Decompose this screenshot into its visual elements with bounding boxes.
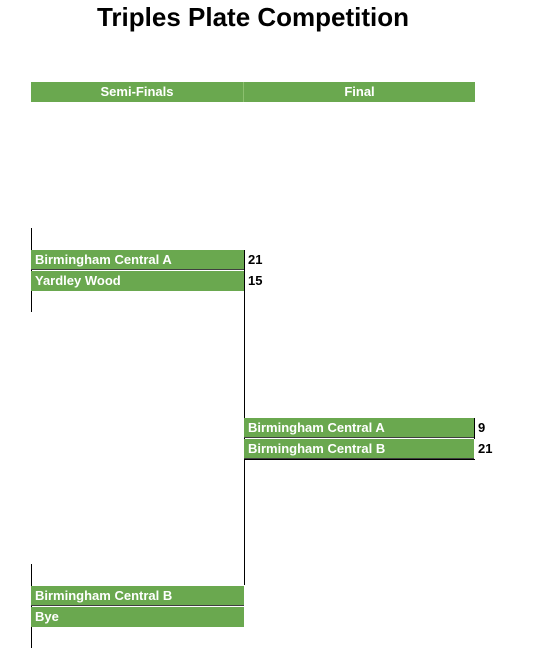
bracket-line-final-bottom [244, 459, 475, 460]
bracket-connector-semis [244, 250, 245, 585]
sf2-team-a: Birmingham Central B [31, 586, 244, 606]
final-team-a: Birmingham Central A [244, 418, 474, 438]
final-score-b: 21 [478, 441, 493, 456]
sf1-team-a: Birmingham Central A [31, 250, 244, 270]
page-title: Triples Plate Competition [96, 2, 410, 32]
final-team-b: Birmingham Central B [244, 439, 474, 459]
bracket-line-sf2-left [31, 564, 32, 648]
sf1-team-b: Yardley Wood [31, 271, 244, 291]
header-final: Final [244, 82, 475, 102]
sf1-score-b: 15 [248, 273, 263, 288]
final-score-a: 9 [478, 420, 486, 435]
bracket-line-sf1-left [31, 228, 32, 312]
sf2-team-b: Bye [31, 607, 244, 627]
sf1-score-a: 21 [248, 252, 263, 267]
header-semi-finals: Semi-Finals [31, 82, 244, 102]
bracket-line-final-right [474, 418, 475, 439]
